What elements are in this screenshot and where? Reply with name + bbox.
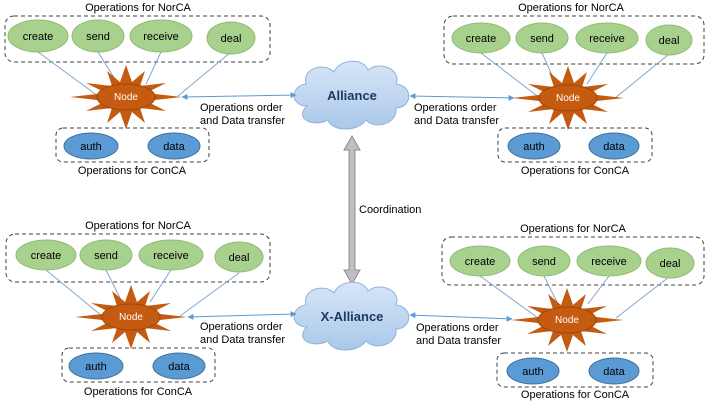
op-deal-label: deal: [229, 252, 250, 264]
op-create: [451, 22, 511, 54]
op-send-label: send: [94, 250, 118, 262]
conca-title: Operations for ConCA: [521, 389, 630, 401]
op-deal: [206, 21, 256, 55]
transfer-label-line2: and Data transfer: [414, 115, 499, 127]
norca-title: Operations for NorCA: [85, 2, 191, 14]
op-data-label: data: [163, 141, 185, 153]
op-data-label: data: [603, 366, 625, 378]
op-auth: [506, 357, 560, 385]
op-receive-label: receive: [589, 33, 624, 45]
op-deal: [645, 247, 695, 279]
op-receive: [129, 19, 193, 53]
op-create-label: create: [465, 256, 496, 268]
op-deal-label: deal: [659, 35, 680, 47]
conca-group-box: [496, 352, 654, 388]
op-deal: [214, 241, 264, 273]
op-deal-label: deal: [660, 258, 681, 270]
node-star: [70, 65, 182, 129]
norca-title: Operations for NorCA: [518, 2, 624, 14]
op-receive-label: receive: [143, 31, 178, 43]
op-auth: [507, 132, 561, 160]
op-auth-label: auth: [80, 141, 101, 153]
op-auth-label: auth: [85, 361, 106, 373]
conca-title: Operations for ConCA: [84, 386, 193, 398]
op-send: [71, 19, 125, 53]
node-star: [512, 66, 624, 130]
op-auth: [63, 132, 119, 160]
op-create-label: create: [23, 31, 54, 43]
op-data: [588, 132, 640, 160]
node-star: [75, 285, 187, 349]
op-send: [515, 22, 569, 54]
op-create: [449, 245, 511, 277]
cluster-bottom-left: Operations for NorCA create send receive…: [5, 220, 297, 398]
transfer-label-line1: Operations order: [416, 322, 499, 334]
norca-title: Operations for NorCA: [520, 223, 626, 235]
norca-title: Operations for NorCA: [85, 220, 191, 232]
op-send-label: send: [530, 33, 554, 45]
transfer-label-line1: Operations order: [200, 102, 283, 114]
norca-group-box: [4, 15, 271, 63]
transfer-label-line1: Operations order: [414, 102, 497, 114]
x-alliance-label: X-Alliance: [321, 309, 384, 324]
op-send-label: send: [532, 256, 556, 268]
transfer-label-line1: Operations order: [200, 321, 283, 333]
conca-title: Operations for ConCA: [78, 165, 187, 177]
op-data: [147, 132, 201, 160]
node-star: [511, 288, 623, 352]
cluster-bottom-right: Operations for NorCA create send receive…: [409, 223, 705, 401]
op-receive: [575, 22, 639, 54]
op-auth-label: auth: [523, 141, 544, 153]
op-create-label: create: [466, 33, 497, 45]
norca-group-box: [441, 236, 705, 286]
op-create: [7, 19, 69, 53]
op-receive-label: receive: [591, 256, 626, 268]
node-label: Node: [114, 92, 138, 103]
transfer-label-line2: and Data transfer: [416, 335, 501, 347]
node-label: Node: [119, 312, 143, 323]
alliance-label: Alliance: [327, 88, 377, 103]
node-label: Node: [555, 315, 579, 326]
coordination-label: Coordination: [359, 204, 421, 216]
conca-title: Operations for ConCA: [521, 165, 630, 177]
op-auth: [68, 352, 124, 380]
op-receive: [576, 245, 642, 277]
conca-group-box: [497, 127, 653, 163]
op-data: [588, 357, 640, 385]
op-send-label: send: [86, 31, 110, 43]
op-create: [15, 239, 77, 271]
op-deal-label: deal: [221, 33, 242, 45]
op-data: [152, 352, 206, 380]
op-create-label: create: [31, 250, 62, 262]
transfer-label-line2: and Data transfer: [200, 334, 285, 346]
op-data-label: data: [168, 361, 190, 373]
op-auth-label: auth: [522, 366, 543, 378]
norca-group-box: [5, 233, 271, 283]
op-receive: [138, 239, 204, 271]
transfer-label-line2: and Data transfer: [200, 115, 285, 127]
op-receive-label: receive: [153, 250, 188, 262]
norca-group-box: [443, 15, 705, 65]
cluster-top-right: Operations for NorCA create send receive…: [409, 2, 705, 177]
node-label: Node: [556, 93, 580, 104]
op-deal: [645, 24, 693, 56]
cluster-top-left: Operations for NorCA create send receive…: [4, 2, 297, 177]
op-data-label: data: [603, 141, 625, 153]
op-send: [79, 239, 133, 271]
op-send: [517, 245, 571, 277]
coordination-arrow: [343, 134, 361, 286]
